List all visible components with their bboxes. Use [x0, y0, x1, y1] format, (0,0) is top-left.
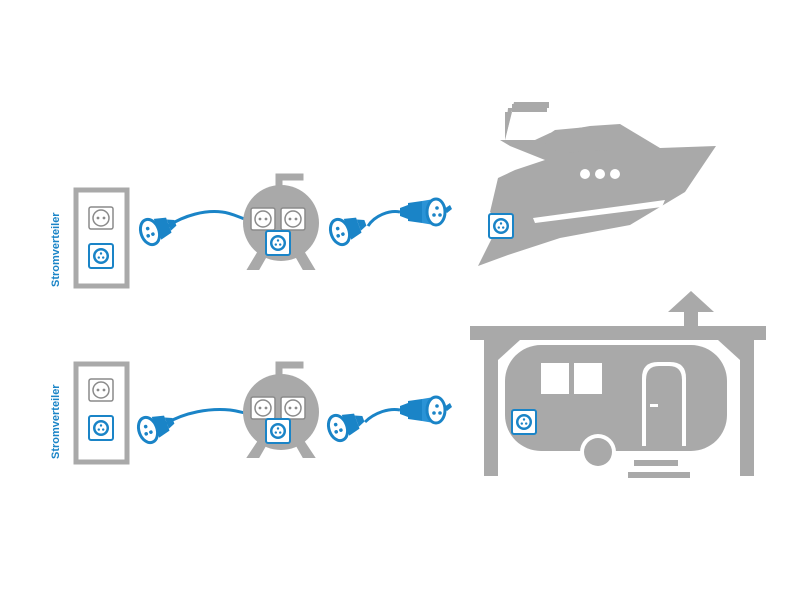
cee-plug-icon	[133, 407, 180, 447]
cable-reel-icon	[243, 173, 319, 270]
row-caravan	[73, 291, 766, 478]
cee-coupler-icon	[398, 395, 454, 425]
yacht-icon	[478, 102, 716, 266]
distribution-panel-icon	[73, 361, 130, 465]
cee-coupler-icon	[398, 197, 454, 227]
cee-plug-icon	[323, 405, 370, 445]
distribution-panel-icon	[73, 187, 130, 289]
cee-plug-icon	[135, 209, 182, 249]
distribution-label-bottom: Stromverteiler	[50, 384, 62, 459]
cable-reel-to-coupler	[363, 408, 401, 424]
cable-panel-to-reel	[164, 408, 251, 426]
cee-plug-icon	[325, 209, 372, 249]
cable-reel-icon	[243, 361, 319, 458]
cable-panel-to-reel	[167, 210, 249, 228]
caravan-carport-icon	[470, 291, 766, 478]
cable-reel-to-coupler	[366, 210, 401, 227]
row-boat	[73, 102, 716, 289]
distribution-label-top: Stromverteiler	[50, 212, 62, 287]
